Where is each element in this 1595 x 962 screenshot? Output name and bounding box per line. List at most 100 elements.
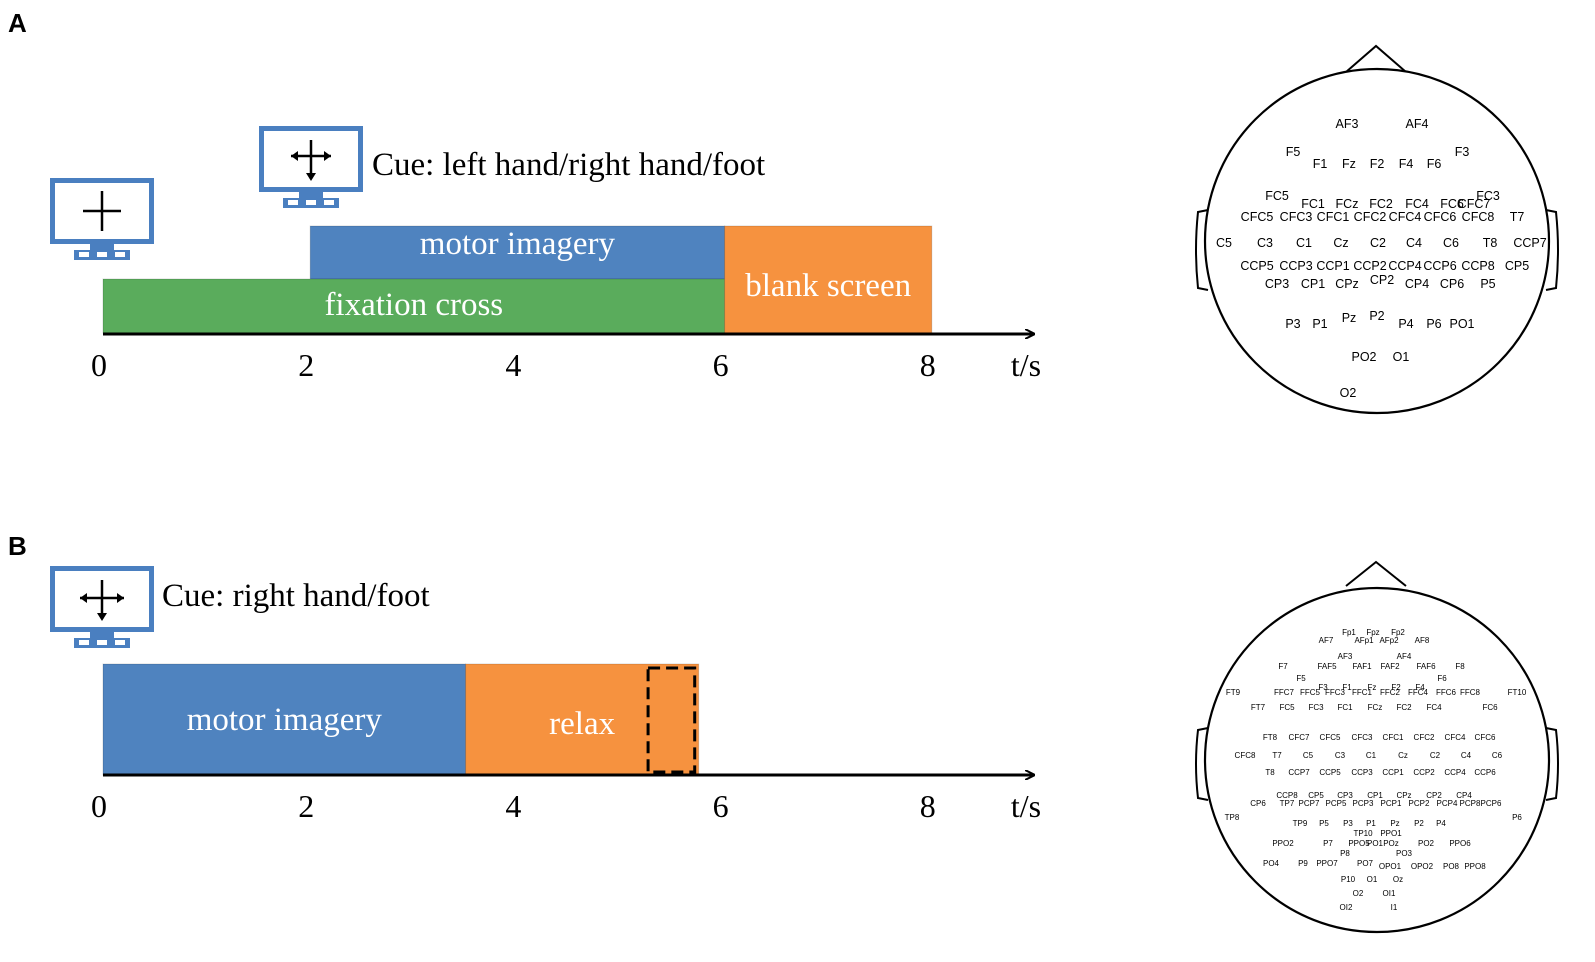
panel_b-electrode-p3: P3 [1343, 819, 1353, 828]
panel_b-electrode-ppo2: PPO2 [1272, 839, 1294, 848]
panel_a-electrode-cfc5: CFC5 [1241, 210, 1274, 224]
panel_b-electrode-ppo1: PPO1 [1380, 829, 1402, 838]
panel_b-electrode-f6: F6 [1437, 674, 1447, 683]
panel_a-electrode-cp2: CP2 [1370, 273, 1394, 287]
panel_b-electrode-f5: F5 [1296, 674, 1306, 683]
panel_b-electrode-opo2: OPO2 [1411, 862, 1434, 871]
panel_b-electrode-ccp5: CCP5 [1319, 768, 1341, 777]
panel_b-electrode-f7: F7 [1278, 662, 1288, 671]
panel_b-electrode-cp5: CP5 [1308, 791, 1324, 800]
panel_b-electrode-ft10: FT10 [1508, 688, 1527, 697]
panel_b-electrode-ppo8: PPO8 [1464, 862, 1486, 871]
panel_b-electrode-c3: C3 [1335, 751, 1346, 760]
panel_a-axis-unit: t/s [1011, 347, 1041, 383]
panel_a-electrode-ccp5: CCP5 [1240, 259, 1273, 273]
panel_b-electrode-fp2: Fp2 [1391, 628, 1405, 637]
panel_b-electrode-pcp4: PCP4 [1437, 799, 1458, 808]
panel_b-electrode-cp4: CP4 [1456, 791, 1472, 800]
panel_a-electrode-fc3: FC3 [1476, 189, 1500, 203]
panel_a-electrode-fc2: FC2 [1369, 197, 1393, 211]
panel_b-electrode-ccp7: CCP7 [1288, 768, 1310, 777]
panel_a-electrode-ccp1: CCP1 [1316, 259, 1349, 273]
panel_a-electrode-af3: AF3 [1336, 117, 1359, 131]
panel_b-electrode-af4: AF4 [1397, 652, 1412, 661]
panel_b-electrode-ppo7: PPO7 [1316, 859, 1338, 868]
panel_a-electrode-c2: C2 [1370, 236, 1386, 250]
panel_b-axis-unit: t/s [1011, 788, 1041, 824]
panel_a-electrode-f5: F5 [1286, 145, 1301, 159]
panel_b-electrode-ffc2: FFC2 [1380, 688, 1401, 697]
panel_b-electrode-t7: T7 [1272, 751, 1282, 760]
panel_a-tick-label-2: 2 [298, 347, 314, 383]
panel_a-electrode-cfc4: CFC4 [1389, 210, 1422, 224]
panel_b-electrode-c1: C1 [1366, 751, 1377, 760]
panel_a-electrode-cfc8: CFC8 [1462, 210, 1495, 224]
panel_b-electrode-cp2: CP2 [1426, 791, 1442, 800]
panel_b-electrode-ffc8: FFC8 [1460, 688, 1481, 697]
panel_b-electrode-p9: P9 [1298, 859, 1308, 868]
panel_b-electrode-cfc2: CFC2 [1414, 733, 1435, 742]
panel_a-bar-label-fixation-cross: fixation cross [324, 287, 503, 323]
panel_b-electrode-p4: P4 [1436, 819, 1446, 828]
panel_b-electrode-o1: O1 [1367, 875, 1378, 884]
panel_a-electrode-c1: C1 [1296, 236, 1312, 250]
panel_a-electrode-cp4: CP4 [1405, 277, 1429, 291]
panel-a-label: A [8, 8, 27, 38]
panel_a-electrode-t7: T7 [1510, 210, 1525, 224]
panel_a-electrode-ccp7: CCP7 [1513, 236, 1546, 250]
panel_a-electrode-p6: P6 [1426, 317, 1441, 331]
panel_a-electrode-cp6: CP6 [1440, 277, 1464, 291]
panel_b-electrode-af3: AF3 [1338, 652, 1353, 661]
panel_a-electrode-p5: P5 [1480, 277, 1495, 291]
panel_b-electrode-fc6: FC6 [1482, 703, 1498, 712]
panel_b-electrode-pcp8: PCP8 [1460, 799, 1481, 808]
panel_b-electrode-tp7: TP7 [1280, 799, 1295, 808]
panel_a-electrode-po2: PO2 [1351, 350, 1376, 364]
panel_b-tick-label-6: 6 [713, 788, 729, 824]
panel_a-electrode-cfc3: CFC3 [1280, 210, 1313, 224]
panel_a-electrode-f1: F1 [1313, 157, 1328, 171]
panel-b-label: B [8, 531, 27, 561]
panel_a-electrode-af4: AF4 [1406, 117, 1429, 131]
panel_a-electrode-fc1: FC1 [1301, 197, 1325, 211]
panel_b-electrode-oi2: OI2 [1340, 903, 1353, 912]
panel_a-tick-label-4: 4 [505, 347, 521, 383]
panel_b-bar-label-motor-imagery: motor imagery [187, 702, 383, 738]
panel_a-electrode-p2: P2 [1369, 309, 1384, 323]
panel_b-electrode-p1: P1 [1366, 819, 1376, 828]
panel_a-electrode-po1: PO1 [1449, 317, 1474, 331]
panel_b-electrode-tp9: TP9 [1293, 819, 1308, 828]
panel_b-electrode-faf6: FAF6 [1416, 662, 1436, 671]
panel_b-electrode-ffc1: FFC1 [1352, 688, 1373, 697]
panel_b-electrode-opo1: OPO1 [1379, 862, 1402, 871]
panel_a-electrode-ccp3: CCP3 [1279, 259, 1312, 273]
panel_b-electrode-ppo5: PPO5 [1348, 839, 1370, 848]
panel_b-bar-label-relax: relax [549, 706, 615, 742]
panel_b-electrode-ffc5: FFC5 [1300, 688, 1321, 697]
panel-a-cue-text: Cue: left hand/right hand/foot [372, 147, 765, 183]
panel_b-electrode-af7: AF7 [1319, 636, 1334, 645]
panel_b-electrode-f3: F3 [1318, 683, 1328, 692]
panel_b-electrode-pz: Pz [1390, 819, 1399, 828]
panel_a-electrode-fc5: FC5 [1265, 189, 1289, 203]
panel_b-electrode-po8: PO8 [1443, 862, 1460, 871]
panel_b-electrode-ffc7: FFC7 [1274, 688, 1295, 697]
panel_b-bar-motor-imagery [102, 663, 467, 776]
panel_a-electrode-fz: Fz [1342, 157, 1356, 171]
panel_b-electrode-oz: Oz [1393, 875, 1403, 884]
panel_b-electrode-afp1: AFp1 [1354, 636, 1374, 645]
panel_b-tick-label-0: 0 [91, 788, 107, 824]
panel_a-electrode-p1: P1 [1312, 317, 1327, 331]
panel_b-electrode-fc1: FC1 [1337, 703, 1353, 712]
panel_a-bar-label-motor-imagery: motor imagery [420, 226, 616, 262]
panel_a-electrode-fcz: FCz [1336, 197, 1359, 211]
panel_b-electrode-ffc6: FFC6 [1436, 688, 1457, 697]
panel_b-electrode-p10: P10 [1341, 875, 1356, 884]
panel-a: A Cue: left hand [8, 8, 1559, 415]
panel_a-tick-label-0: 0 [91, 347, 107, 383]
panel_b-electrode-faf1: FAF1 [1352, 662, 1372, 671]
